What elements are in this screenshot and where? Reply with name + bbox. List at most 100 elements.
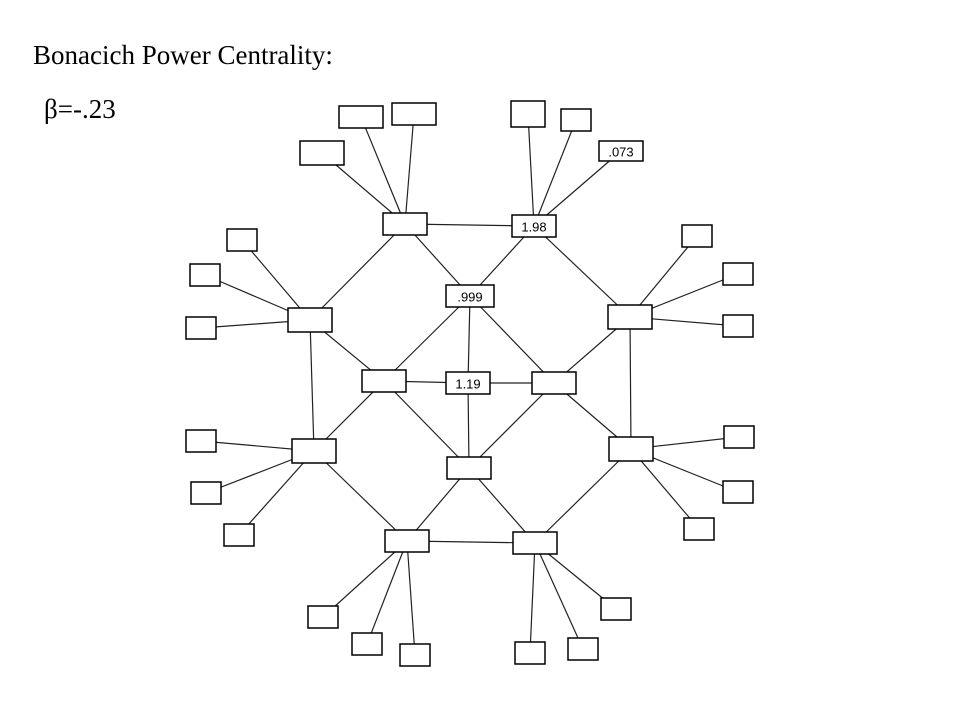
node-top-left: [382, 212, 428, 236]
node-center-right: [531, 371, 577, 395]
node-box: [510, 100, 546, 128]
node-box: [600, 597, 632, 621]
node-box: [683, 517, 715, 541]
node-box: [291, 438, 337, 464]
edge-lower-center-bottom-left: [406, 467, 470, 542]
node-box: [567, 637, 599, 661]
node-box: [399, 643, 431, 667]
node-center: 1.19: [445, 371, 491, 395]
node-label: .999: [457, 290, 482, 305]
node-box: [361, 369, 407, 393]
node-left-upper: [287, 307, 333, 333]
edge-bottom-right-pend-br-1: [529, 542, 536, 654]
node-box: [226, 228, 258, 252]
node-box: [514, 641, 546, 665]
edge-center-right-lower-center: [468, 382, 555, 469]
node-pend-br-3: [600, 597, 632, 621]
edge-bottom-left-pend-bl-2: [366, 540, 408, 645]
page-title: Bonacich Power Centrality:: [33, 40, 333, 70]
node-top-right: 1.98: [511, 214, 557, 238]
node-box: [560, 108, 592, 132]
beta-parameter: β=-.23: [44, 94, 116, 124]
node-box: [512, 531, 558, 555]
node-box: [338, 105, 384, 129]
node-pend-ru-3: [722, 314, 754, 338]
node-box: [185, 429, 217, 453]
node-pend-tl-3: [299, 140, 345, 166]
node-box: [190, 481, 222, 505]
edge-upper-center-center-left: [383, 295, 471, 382]
node-box: [722, 314, 754, 338]
node-box: [384, 529, 430, 553]
node-pend-ru-2: [722, 262, 754, 286]
node-label: 1.19: [455, 377, 480, 392]
edge-left-lower-pend-ll-3: [238, 450, 315, 536]
edge-top-right-pend-tr-3: [533, 150, 622, 227]
node-pend-lu-1: [226, 228, 258, 252]
edge-center-lower-center: [467, 382, 470, 469]
node-box: [608, 436, 654, 462]
node-pend-ll-1: [185, 429, 217, 453]
edge-bottom-left-pend-bl-1: [322, 540, 408, 618]
node-upper-center: .999: [445, 284, 495, 308]
node-box: [722, 480, 754, 504]
edge-top-left-upper-center: [404, 223, 471, 297]
edge-lower-center-bottom-right: [468, 467, 536, 544]
node-label: 1.98: [521, 220, 546, 235]
edge-upper-center-center: [467, 295, 471, 384]
edge-bottom-left-pend-bl-3: [406, 540, 416, 656]
node-pend-tr-1: [510, 100, 546, 128]
node-pend-rl-2: [722, 480, 754, 504]
edge-top-right-pend-tr-1: [527, 113, 535, 227]
node-pend-ll-2: [190, 481, 222, 505]
edge-left-upper-left-lower: [309, 319, 315, 452]
node-pend-lu-3: [185, 316, 217, 340]
node-box: [185, 316, 217, 340]
node-box: [391, 102, 437, 126]
node-pend-tl-2: [391, 102, 437, 126]
node-pend-tl-1: [338, 105, 384, 129]
node-box: [681, 224, 713, 248]
edge-right-upper-pend-ru-1: [629, 235, 698, 318]
edge-bottom-right-pend-br-2: [534, 542, 584, 650]
node-box: [607, 304, 653, 330]
node-right-upper: [607, 304, 653, 330]
node-pend-bl-3: [399, 643, 431, 667]
node-right-lower: [608, 436, 654, 462]
node-box: [723, 425, 755, 449]
node-box: [722, 262, 754, 286]
edge-right-upper-right-lower: [629, 316, 632, 450]
node-pend-ll-3: [223, 523, 255, 547]
node-box: [531, 371, 577, 395]
node-left-lower: [291, 438, 337, 464]
edge-right-lower-pend-rl-3: [630, 448, 700, 530]
node-pend-tr-2: [560, 108, 592, 132]
edge-upper-center-center-right: [469, 295, 555, 384]
node-box: [307, 605, 339, 629]
node-box: [299, 140, 345, 166]
node-pend-bl-2: [351, 632, 383, 656]
edge-top-left-left-upper: [309, 223, 406, 321]
node-lower-center: [446, 456, 492, 480]
node-pend-br-2: [567, 637, 599, 661]
node-bottom-right: [512, 531, 558, 555]
node-bottom-left: [384, 529, 430, 553]
node-pend-rl-3: [683, 517, 715, 541]
edge-right-lower-bottom-right: [534, 448, 632, 544]
node-box: [511, 214, 557, 238]
node-pend-ru-1: [681, 224, 713, 248]
edge-left-lower-bottom-left: [313, 450, 408, 542]
node-pend-lu-2: [189, 263, 221, 287]
node-box: [445, 371, 491, 395]
node-box: [382, 212, 428, 236]
node-box: [446, 456, 492, 480]
edge-center-left-lower-center: [383, 380, 470, 469]
edge-top-right-pend-tr-2: [533, 119, 577, 227]
edge-top-right-right-upper: [533, 225, 631, 318]
node-pend-rl-1: [723, 425, 755, 449]
edge-left-upper-pend-lu-1: [241, 239, 311, 321]
node-box: [351, 632, 383, 656]
node-box: [598, 140, 644, 162]
